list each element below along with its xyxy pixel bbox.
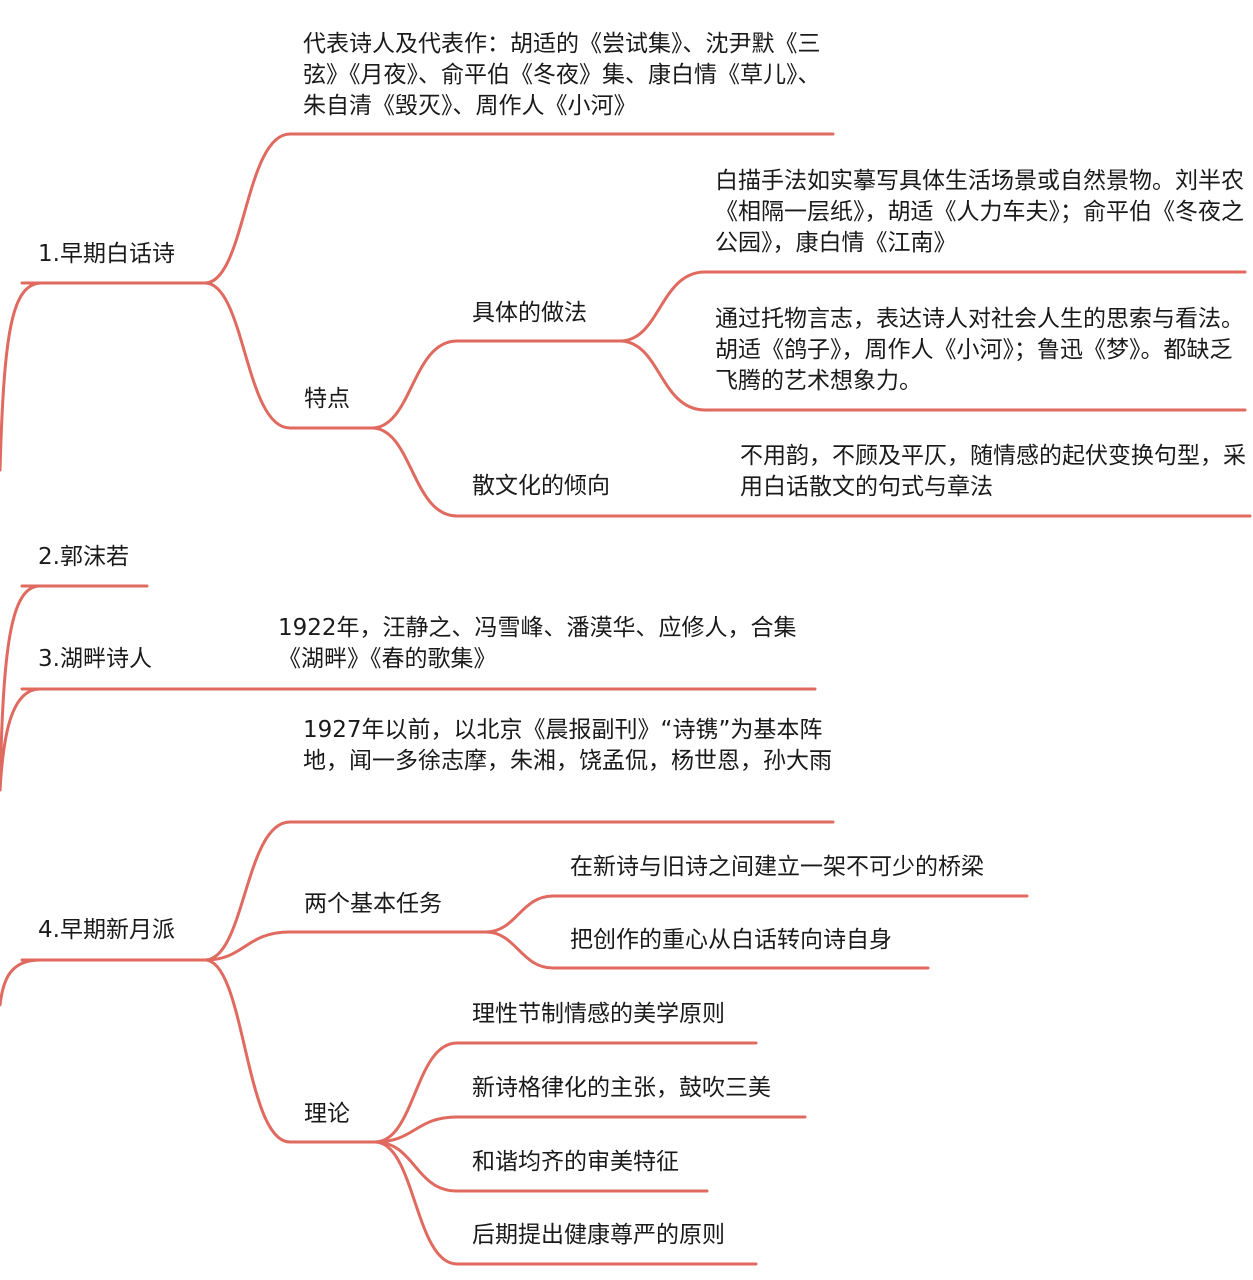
crescent-school-detail: 1927年以前，以北京《晨报副刊》“诗镌”为基本阵地，闻一多徐志摩，朱湘，饶孟侃…: [303, 717, 832, 774]
link-root-b4: [0, 958, 42, 1007]
link-root-b3: [0, 687, 42, 792]
theory-node: 理论: [304, 1101, 350, 1127]
branch-guo-moruo: 2.郭沫若: [38, 544, 129, 570]
link-b1-rep: [203, 132, 835, 285]
link-theory-item1: [373, 1041, 758, 1144]
prose-tendency-detail: 不用韵，不顾及平仄，随情感的起伏变换句型，采用白话散文的句式与章法: [740, 443, 1246, 500]
link-features-method: [370, 339, 622, 430]
link-root-b2: [0, 584, 42, 792]
method-item-sketch: 白描手法如实摹写具体生活场景或自然景物。刘半农《相隔一层纸》，胡适《人力车夫》；…: [715, 168, 1244, 256]
link-b4-theory: [203, 958, 377, 1144]
link-b1-features: [203, 281, 374, 430]
method-item-symbolism: 通过托物言志，表达诗人对社会人生的思索与看法。胡适《鸽子》，周作人《小河》；鲁迅…: [715, 306, 1244, 394]
link-features-prose: [370, 426, 622, 518]
link-b4-detail: [203, 820, 835, 962]
theory-item-metrical-form: 新诗格律化的主张，鼓吹三美: [472, 1075, 771, 1101]
link-theory-item3: [373, 1140, 709, 1193]
branch-lakeside-poets: 3.湖畔诗人: [38, 646, 152, 672]
link-method-item1: [618, 270, 1247, 343]
theory-item-health-dignity: 后期提出健康尊严的原则: [472, 1222, 725, 1248]
branch-early-vernacular-poetry: 1.早期白话诗: [38, 241, 175, 267]
theory-item-harmony: 和谐均齐的审美特征: [472, 1149, 679, 1175]
representative-poets-works: 代表诗人及代表作：胡适的《尝试集》、沈尹默《三弦》《月夜》、俞平伯《冬夜》集、康…: [303, 31, 821, 119]
link-method-item2: [618, 339, 1247, 412]
link-b4-tasks: [203, 930, 488, 962]
branch-early-crescent-school: 4.早期新月派: [38, 917, 175, 943]
features-node: 特点: [304, 386, 350, 412]
two-basic-tasks-node: 两个基本任务: [304, 891, 442, 917]
lakeside-poets-detail: 1922年，汪静之、冯雪峰、潘漠华、应修人，合集《湖畔》《春的歌集》: [278, 615, 797, 672]
theory-item-rational-restraint: 理性节制情感的美学原则: [472, 1001, 725, 1027]
prose-tendency-node: 散文化的倾向: [472, 473, 610, 499]
link-theory-item2: [373, 1115, 807, 1144]
task-item-focus: 把创作的重心从白话转向诗自身: [570, 927, 892, 953]
link-tasks-item1: [484, 894, 1029, 934]
task-item-bridge: 在新诗与旧诗之间建立一架不可少的桥梁: [570, 854, 984, 880]
link-tasks-item2: [484, 930, 930, 970]
concrete-methods-node: 具体的做法: [472, 300, 587, 326]
link-theory-item4: [373, 1140, 758, 1266]
link-root-b1: [0, 281, 44, 472]
